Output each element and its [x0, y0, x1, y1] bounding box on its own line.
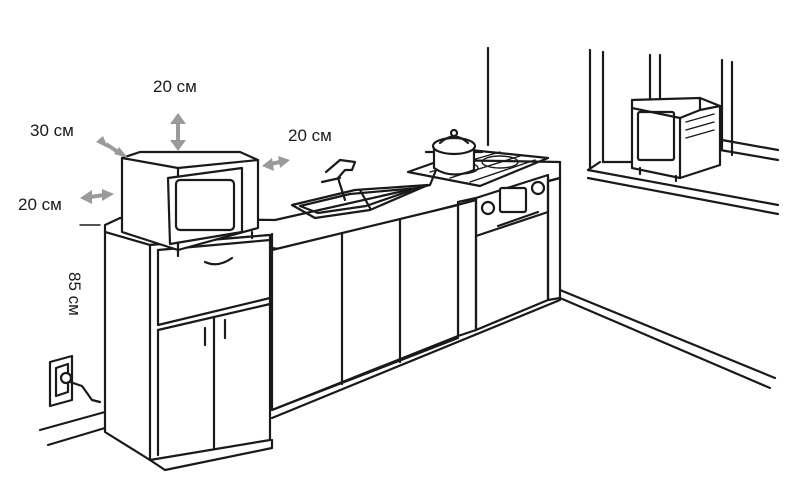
room-outline: [38, 46, 777, 447]
oven-cabinet: [456, 173, 550, 338]
height-label: 85 см: [65, 272, 84, 316]
clearance-left-label: 20 см: [18, 195, 62, 214]
clearance-back-label: 30 см: [30, 121, 74, 140]
clearance-top-label: 20 см: [153, 77, 197, 96]
arrow-left: [80, 189, 114, 204]
microwave: [120, 150, 260, 258]
window-oven: [630, 96, 722, 183]
arrow-right: [262, 156, 290, 171]
pot: [424, 128, 484, 176]
base-cabinets: [270, 176, 562, 420]
sink: [290, 158, 430, 220]
arrow-back: [96, 136, 128, 158]
window: [586, 48, 780, 216]
power-outlet: [48, 354, 102, 408]
stand-cabinet: [103, 230, 274, 472]
arrow-top: [170, 113, 186, 151]
clearance-right-label: 20 см: [288, 126, 332, 145]
